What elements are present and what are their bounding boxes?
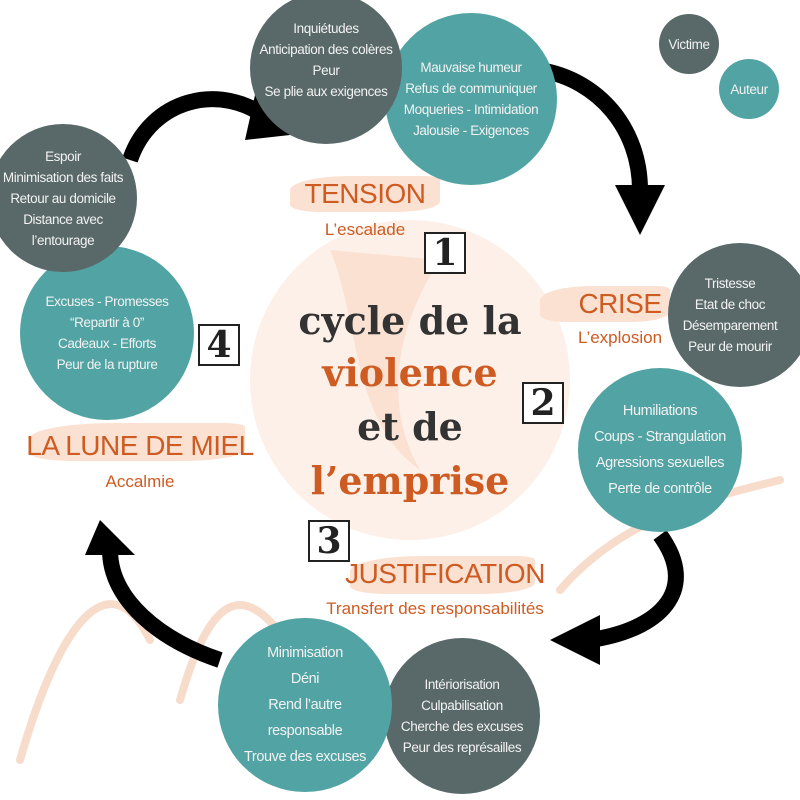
title-line-4: l’emprise (310, 458, 510, 503)
circle-text: “Repartir à 0” (70, 315, 144, 330)
circle-text: Coups - Strangulation (594, 429, 726, 445)
circle-text: Perte de contrôle (608, 481, 712, 497)
crise-title: CRISE (578, 288, 662, 319)
circle-text: Distance avec (23, 211, 103, 227)
circle-text: Cherche des excuses (400, 719, 524, 734)
brush-tension (290, 176, 440, 212)
title-line-2: violence (322, 350, 498, 395)
brush-justification (350, 556, 535, 594)
circle-text: Peur de la rupture (56, 357, 158, 372)
circle-text: Excuses - Promesses (45, 294, 169, 309)
lune-subtitle: Accalmie (105, 472, 175, 491)
title-line-3: et de (357, 404, 463, 449)
justification-subtitle: Transfert des responsabilités (326, 599, 544, 618)
circle-text: Inquiétudes (293, 21, 359, 36)
circle-text: Moqueries - Intimidation (403, 102, 539, 117)
phase-number-4: 4 (198, 324, 240, 366)
circle-text: Peur des représailles (402, 740, 522, 755)
circle-text: Refus de communiquer (405, 81, 537, 96)
circle-text: Tristesse (704, 276, 756, 291)
brush-crise (540, 286, 670, 322)
circle-text: Minimisation des faits (2, 169, 124, 185)
tension-subtitle: L’escalade (324, 220, 406, 239)
phase-number-2: 2 (522, 382, 564, 424)
circle-text: Agressions sexuelles (595, 455, 725, 471)
lune-author-circle: Excuses - Promesses “Repartir à 0” Cadeaux… (20, 246, 194, 420)
brush-lune (30, 423, 245, 461)
circle-text: Cadeaux - Efforts (57, 336, 156, 351)
arrow-justification-to-lune (102, 549, 223, 668)
tension-title: TENSION (304, 178, 426, 209)
circle-text: Rend l’autre (268, 697, 342, 713)
circle-text: Déni (290, 671, 320, 687)
circle-text: Minimisation (267, 645, 343, 661)
arrow-tension-to-crise (538, 62, 648, 191)
arrow-head (550, 615, 600, 665)
circle-text: Etat de choc (694, 297, 766, 312)
crise-subtitle: L’explosion (577, 328, 663, 347)
justification-title: JUSTIFICATION (345, 558, 545, 589)
circle-text: Culpabilisation (421, 698, 503, 713)
arrow-head (85, 520, 135, 555)
circle-text: Mauvaise humeur (420, 60, 522, 75)
legend-victim-label: Victime (668, 36, 710, 52)
legend-author: Auteur (719, 59, 779, 119)
title-line-1: cycle de la (298, 298, 522, 343)
arrow-crise-to-justification (588, 530, 684, 648)
watermark-silhouette (330, 250, 440, 470)
arrow-head (615, 185, 665, 235)
circle-text: Humiliations (622, 403, 698, 419)
circle-text: responsable (267, 723, 343, 739)
phase-number-3: 3 (308, 520, 350, 562)
circle-text: Trouve des excuses (243, 749, 367, 765)
circle-text: l’entourage (31, 232, 95, 248)
circle-text: Peur (312, 63, 340, 78)
watermark-circle (250, 220, 570, 540)
circle-text: Retour au domicile (10, 190, 116, 206)
legend-victim: Victime (659, 14, 719, 74)
circle-text: Peur de mourir (688, 339, 772, 354)
legend-author-label: Auteur (730, 81, 768, 97)
arrow-lune-to-tension (122, 91, 275, 163)
circle-text: Anticipation des colères (259, 42, 393, 57)
circle-text: Jalousie - Exigences (413, 123, 529, 138)
circle-text: Se plie aux exigences (264, 84, 388, 99)
circle-text: Intériorisation (424, 677, 500, 692)
lune-title: LA LUNE DE MIEL (26, 430, 254, 461)
circle-text: Espoir (45, 148, 81, 164)
phase-number-1: 1 (424, 232, 466, 274)
circle-text: Désemparement (682, 318, 778, 333)
